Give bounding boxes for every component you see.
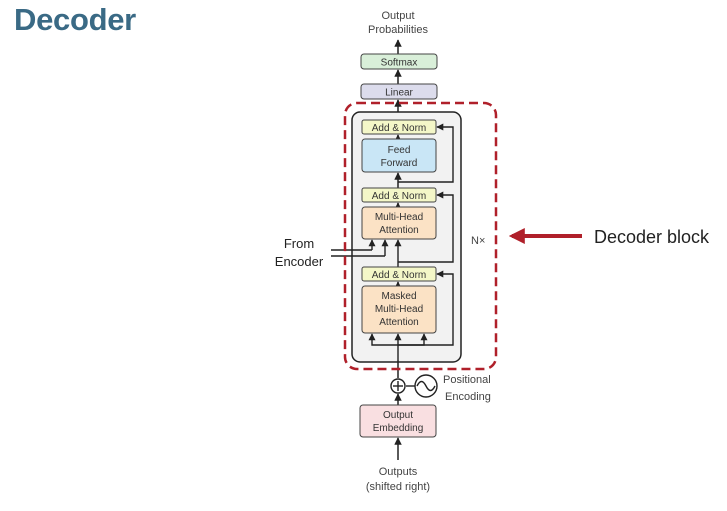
residual-mha — [398, 191, 454, 263]
positional-encoding-label-line1: Positional — [443, 374, 491, 386]
positional-encoding-label-line2: Encoding — [445, 391, 491, 403]
decoder-block-callout-label: Decoder block — [594, 227, 710, 247]
output-probabilities-label-line2: Probabilities — [368, 24, 428, 36]
feed-forward-box — [361, 138, 437, 173]
from-encoder-label-line2: Encoder — [275, 254, 324, 269]
mha-label-line1: Multi-Head — [375, 212, 423, 223]
multi-head-attention-box — [361, 206, 437, 240]
repeat-label: N× — [471, 235, 485, 247]
slide-title: Decoder — [14, 2, 136, 37]
residual-ff — [398, 123, 454, 183]
add-norm-box-middle — [361, 187, 437, 203]
decoder-block-dashed-outline — [343, 101, 498, 371]
residual-masked — [398, 270, 454, 346]
sine-wave — [416, 380, 436, 392]
add-norm-box-bottom — [361, 266, 437, 282]
masked-mha-box — [361, 285, 437, 334]
outputs-label-line2: (shifted right) — [366, 481, 430, 493]
masked-mha-label-line1: Masked — [381, 291, 416, 302]
softmax-box — [360, 53, 438, 70]
output-embedding-label-line2: Embedding — [373, 423, 424, 434]
linear-label: Linear — [385, 88, 413, 99]
softmax-label: Softmax — [381, 58, 418, 69]
arrow-masked-in-left — [368, 333, 398, 346]
output-probabilities-label-line1: Output — [381, 10, 414, 22]
from-encoder-label-line1: From — [284, 236, 314, 251]
masked-mha-label-line2: Multi-Head — [375, 304, 423, 315]
output-embedding-label-line1: Output — [383, 410, 413, 421]
add-norm-box-top — [361, 119, 437, 135]
linear-box — [360, 83, 438, 100]
mha-label-line2: Attention — [379, 225, 418, 236]
add-norm-label-top: Add & Norm — [372, 123, 426, 134]
add-norm-label-middle: Add & Norm — [372, 191, 426, 202]
feed-forward-label-line1: Feed — [388, 145, 411, 156]
output-embedding-box — [359, 404, 437, 438]
add-norm-label-bottom: Add & Norm — [372, 270, 426, 281]
outputs-label-line1: Outputs — [379, 466, 418, 478]
masked-mha-label-line3: Attention — [379, 317, 418, 328]
feed-forward-label-line2: Forward — [381, 158, 418, 169]
